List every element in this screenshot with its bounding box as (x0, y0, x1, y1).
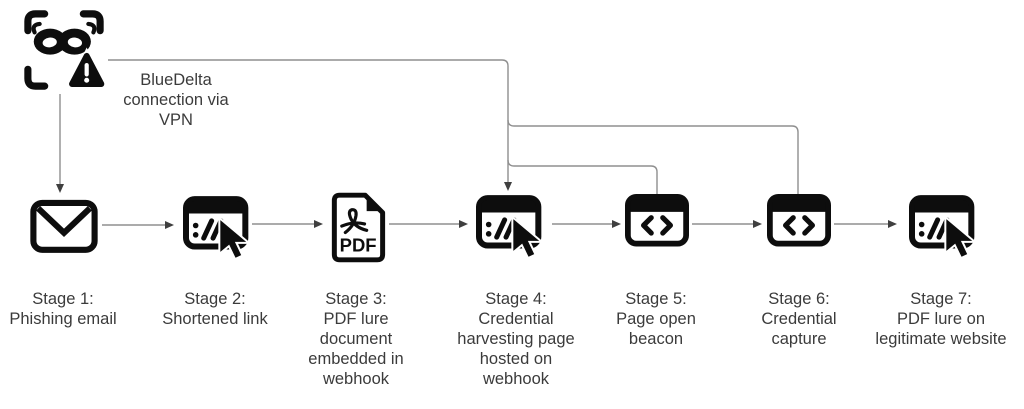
stage-3-label: Stage 3: PDF lure document embedded in w… (308, 290, 404, 388)
stage-7-label: Stage 7: PDF lure on legitimate website (875, 290, 1007, 348)
connector-line-to-stage-5 (507, 159, 658, 196)
stage-2-label: Stage 2: Shortened link (162, 290, 268, 328)
masked-threat-actor-icon (22, 8, 106, 92)
connector-line-to-stage-6 (507, 119, 799, 196)
browser-url-cursor-icon (183, 196, 255, 263)
browser-url-cursor-icon (909, 195, 981, 262)
code-window-icon (767, 194, 831, 247)
stage-6-label: Stage 6: Credential capture (761, 290, 837, 348)
pdf-file-icon: PDF (331, 192, 386, 263)
actor-connection-label: BlueDelta connection via VPN (123, 71, 229, 129)
pdf-label-text: PDF (340, 235, 377, 256)
stage-4-label: Stage 4: Credential harvesting page host… (457, 290, 575, 388)
code-window-icon (625, 194, 689, 247)
stage-5-label: Stage 5: Page open beacon (616, 290, 696, 348)
browser-url-cursor-icon (476, 195, 548, 262)
envelope-icon (30, 198, 98, 254)
stage-1-label: Stage 1: Phishing email (9, 290, 117, 328)
